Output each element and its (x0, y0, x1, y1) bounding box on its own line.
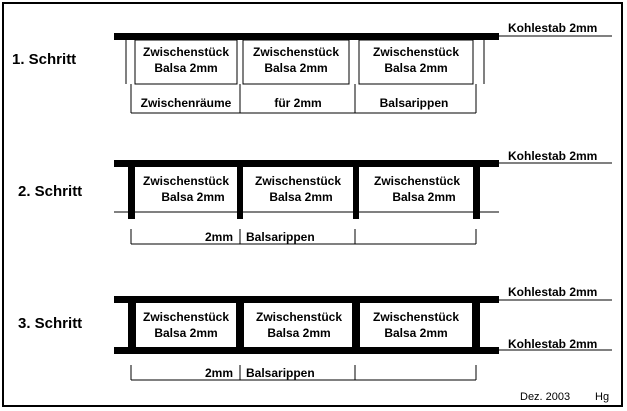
step-1-spacer-1 (134, 39, 238, 85)
step-3-spacer-1-line2: Balsa 2mm (154, 326, 217, 340)
step-3-group: 3. Schritt Kohlestab 2mm Kohlestab 2mm Z… (18, 285, 612, 381)
step-3-rod-label-bottom: Kohlestab 2mm (508, 337, 597, 351)
step-2-rib-2 (237, 167, 243, 219)
step-3-spacer-2-line1: Zwischenstück (256, 310, 342, 324)
step-2-spacer-3-line2: Balsa 2mm (392, 190, 455, 204)
step-3-rib-1 (128, 303, 136, 347)
step-1-spacer-2-line1: Zwischenstück (253, 45, 339, 59)
step-2-dim-caption-a: 2mm (205, 230, 233, 244)
step-2-group: 2. Schritt Kohlestab 2mm Zwischenstück B… (18, 149, 612, 245)
step-3-rib-2 (236, 303, 244, 347)
step-3-rib-4 (472, 303, 480, 347)
step-3-spacer-1-line1: Zwischenstück (143, 310, 229, 324)
step-3-carbon-rod-bottom (114, 347, 499, 354)
step-1-spacer-2 (242, 39, 350, 85)
step-1-spacer-1-line1: Zwischenstück (143, 45, 229, 59)
step-3-spacer-2-line2: Balsa 2mm (267, 326, 330, 340)
step-1-caption-2: für 2mm (274, 96, 321, 110)
step-3-rib-3 (352, 303, 360, 347)
step-1-rod-label: Kohlestab 2mm (508, 21, 597, 35)
step-3-label: 3. Schritt (18, 315, 82, 332)
step-2-label: 2. Schritt (18, 183, 82, 200)
step-1-caption-1: Zwischenräume (141, 96, 232, 110)
footer-date: Dez. 2003 (520, 391, 570, 403)
step-2-spacer-3-line1: Zwischenstück (374, 174, 460, 188)
step-2-spacer-1-line2: Balsa 2mm (161, 190, 224, 204)
footer-author: Hg (595, 391, 609, 403)
step-1-spacer-1-line2: Balsa 2mm (154, 61, 217, 75)
step-2-carbon-rod (114, 160, 499, 167)
diagram-frame (2, 2, 623, 407)
step-2-spacer-2-line1: Zwischenstück (255, 174, 341, 188)
step-1-label: 1. Schritt (12, 51, 76, 68)
step-3-spacer-3-line2: Balsa 2mm (384, 326, 447, 340)
step-3-dim-caption-a: 2mm (205, 366, 233, 380)
step-1-spacer-3-line2: Balsa 2mm (384, 61, 447, 75)
step-2-rib-4 (473, 167, 480, 219)
step-3-carbon-rod-top (114, 296, 499, 303)
step-3-dim-caption-b: Balsarippen (246, 366, 315, 380)
step-1-caption-3: Balsarippen (380, 96, 449, 110)
step-2-spacer-1-line1: Zwischenstück (143, 174, 229, 188)
step-3-rod-label-top: Kohlestab 2mm (508, 285, 597, 299)
step-2-rib-3 (353, 167, 359, 219)
step-1-carbon-rod (114, 33, 499, 40)
step-2-dim-caption-b: Balsarippen (246, 230, 315, 244)
step-1-group: 1. Schritt Kohlestab 2mm Zwischenstück B… (12, 21, 612, 114)
step-1-spacer-2-line2: Balsa 2mm (264, 61, 327, 75)
step-1-spacer-3 (358, 39, 474, 85)
step-1-spacer-3-line1: Zwischenstück (373, 45, 459, 59)
step-3-spacer-3-line1: Zwischenstück (373, 310, 459, 324)
step-2-spacer-2-line2: Balsa 2mm (269, 190, 332, 204)
step-2-rod-label: Kohlestab 2mm (508, 149, 597, 163)
step-2-rib-1 (128, 167, 135, 219)
